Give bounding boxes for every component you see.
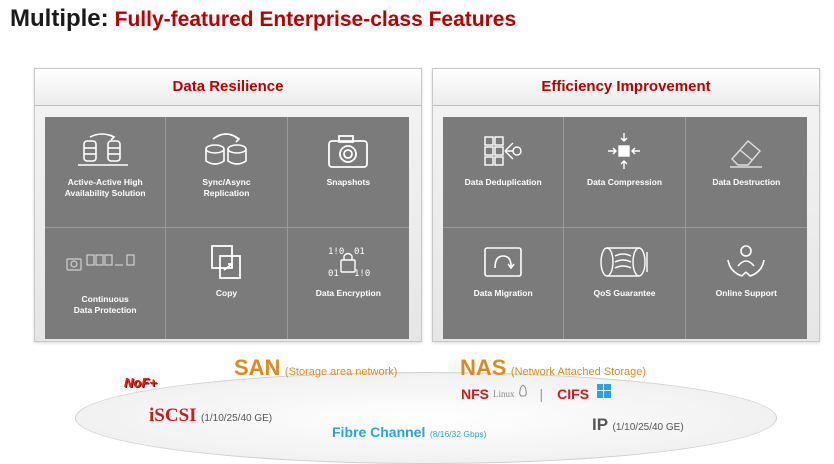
feature-snapshots: Snapshots <box>287 117 409 228</box>
deduplication-icon <box>481 129 525 173</box>
feature-migration: Data Migration <box>443 228 565 339</box>
feature-destruction: Data Destruction <box>685 117 807 228</box>
eraser-icon <box>724 129 768 173</box>
iscsi-label: iSCSI <box>149 405 197 426</box>
feature-compression: Data Compression <box>564 117 686 228</box>
svg-text:01: 01 <box>354 247 365 257</box>
feature-qos: QoS Guarantee <box>564 228 686 339</box>
iscsi-group: iSCSI (1/10/25/40 GE) <box>149 405 272 427</box>
san-group: SAN (Storage area network) <box>234 355 397 381</box>
feature-support: Online Support <box>686 228 807 339</box>
feature-label: QoS Guarantee <box>593 288 656 298</box>
panel-efficiency-improvement: Efficiency Improvement Data Deduplicatio… <box>432 68 820 342</box>
encryption-icon: 1!0 01 01 1!0 <box>326 240 370 284</box>
active-active-icon <box>76 129 134 173</box>
support-icon <box>724 240 768 284</box>
feature-label: Copy <box>215 288 238 298</box>
panel-title: Efficiency Improvement <box>433 69 819 106</box>
nas-protocols: NFS Linux | CIFS <box>461 384 612 403</box>
feature-label: Data Compression <box>586 177 663 187</box>
feature-label: Sync/Async Replication <box>202 177 251 198</box>
nas-group: NAS (Network Attached Storage) <box>460 355 646 381</box>
feature-label: Active-Active High Availability Solution <box>64 177 146 198</box>
feature-grid: Data Deduplication Data Compression Data… <box>443 117 807 339</box>
san-label: SAN <box>234 355 281 380</box>
fc-group: Fibre Channel (8/16/32 Gbps) <box>332 424 487 442</box>
ip-speed: (1/10/25/40 GE) <box>612 422 684 433</box>
feature-label: Online Support <box>715 288 778 298</box>
linux-label: Linux <box>493 388 515 399</box>
svg-text:01: 01 <box>328 269 339 279</box>
feature-active-active: Active-Active High Availability Solution <box>45 117 167 228</box>
copy-icon <box>206 240 246 284</box>
migration-icon <box>481 240 525 284</box>
feature-label: Data Deduplication <box>464 177 542 187</box>
linux-icon <box>518 384 528 403</box>
nof-logo: NoF+ <box>124 375 157 390</box>
feature-cdp: Continuous Data Protection <box>45 228 167 339</box>
feature-deduplication: Data Deduplication <box>443 117 565 228</box>
camera-icon <box>325 129 371 173</box>
panel-data-resilience: Data Resilience Active-Active High Avail… <box>34 68 422 342</box>
feature-encryption: 1!0 01 01 1!0 Data Encryption <box>288 228 409 339</box>
title-lead: Multiple: <box>10 5 109 32</box>
compression-icon <box>602 129 646 173</box>
feature-grid: Active-Active High Availability Solution… <box>45 117 409 339</box>
feature-label: Continuous Data Protection <box>73 294 137 315</box>
svg-text:1!0: 1!0 <box>354 269 370 279</box>
iscsi-speed: (1/10/25/40 GE) <box>200 413 273 424</box>
cifs-label: CIFS <box>557 385 590 402</box>
feature-label: Data Migration <box>473 288 533 298</box>
nfs-label: NFS <box>461 385 489 402</box>
svg-text:1!0: 1!0 <box>328 247 344 257</box>
feature-label: Snapshots <box>326 177 371 187</box>
qos-icon <box>597 240 651 284</box>
ip-label: IP <box>592 415 609 434</box>
windows-icon <box>597 384 612 403</box>
ip-group: IP (1/10/25/40 GE) <box>592 415 684 435</box>
feature-copy: Copy <box>166 228 288 339</box>
title-rest: Fully-featured Enterprise-class Features <box>114 8 517 31</box>
panel-title: Data Resilience <box>35 69 421 106</box>
nas-label: NAS <box>460 355 507 380</box>
cdp-icon <box>65 240 145 284</box>
fc-speed: (8/16/32 Gbps) <box>429 429 487 439</box>
fc-label: Fibre Channel <box>332 424 426 440</box>
feature-replication: Sync/Async Replication <box>166 117 288 228</box>
replication-icon <box>201 129 251 173</box>
san-description: (Storage area network) <box>284 366 398 378</box>
page-title: Multiple:Fully-featured Enterprise-class… <box>10 5 516 33</box>
nas-description: (Network Attached Storage) <box>510 366 647 378</box>
feature-label: Data Destruction <box>712 177 781 187</box>
feature-label: Data Encryption <box>315 288 381 298</box>
separator: | <box>539 385 544 402</box>
